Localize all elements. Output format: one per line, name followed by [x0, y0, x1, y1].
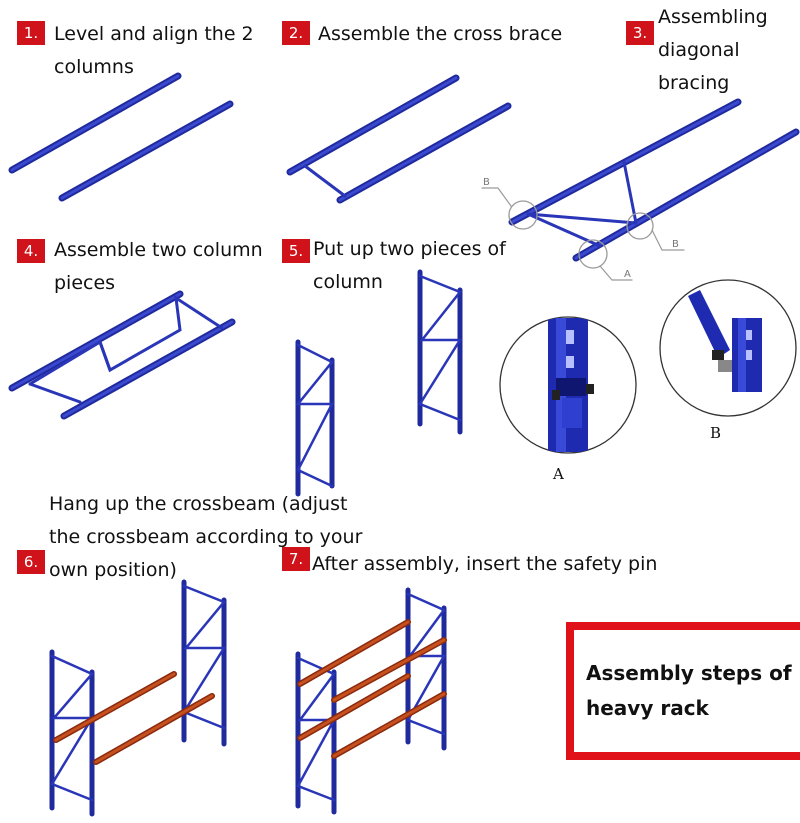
- title-line2: heavy rack: [586, 696, 709, 720]
- step-4-badge: 4.: [17, 239, 45, 263]
- step1-columns: [8, 72, 234, 202]
- step4-column-piece: [8, 290, 236, 420]
- step-2-text-line1: Assemble the cross brace: [318, 23, 563, 45]
- callout-a: A: [624, 269, 631, 280]
- step-3-badge: 3.: [626, 21, 654, 45]
- title-box: Assembly steps of heavy rack: [566, 622, 800, 760]
- callout-b-upper: B: [483, 177, 490, 188]
- step-6-text-line1: Hang up the crossbeam (adjust: [49, 493, 348, 515]
- step-5-text-line1: Put up two pieces of: [313, 238, 506, 260]
- detail-circle-a: [499, 316, 637, 454]
- step-4-text-line2: pieces: [54, 272, 116, 294]
- step7-complete-rack: [295, 587, 447, 815]
- step5-upright-frames: [295, 269, 463, 497]
- step-3-text-line2: diagonal: [658, 39, 740, 61]
- detail-circle-b: [659, 279, 797, 417]
- detail-label-a: A: [553, 465, 564, 483]
- step-6-badge: 6.: [17, 550, 45, 574]
- step-1-text-line2: columns: [54, 56, 134, 78]
- step-1-badge: 1.: [17, 21, 45, 45]
- step-5-text-line2: column: [313, 271, 383, 293]
- step-6-text-line3: own position): [49, 559, 177, 581]
- step6-frames-with-beams: [49, 579, 227, 817]
- step-4-text-line1: Assemble two column: [54, 239, 263, 261]
- detail-label-b: B: [710, 424, 722, 442]
- step2-cross-brace: [286, 74, 512, 204]
- step-3-text-line3: bracing: [658, 72, 730, 94]
- step-7-text-line1: After assembly, insert the safety pin: [312, 553, 658, 575]
- step-7-badge: 7.: [282, 547, 310, 571]
- callout-b-lower: B: [672, 239, 679, 250]
- step-6-text-line2: the crossbeam according to your: [49, 526, 363, 548]
- step-5-badge: 5.: [282, 239, 310, 263]
- step-1-text-line1: Level and align the 2: [54, 23, 254, 45]
- step-2-badge: 2.: [282, 21, 310, 45]
- step-3-text-line1: Assembling: [658, 6, 768, 28]
- step3-diagonal-bracing: [481, 98, 800, 281]
- title-text: Assembly steps of heavy rack: [586, 656, 792, 726]
- title-line1: Assembly steps of: [586, 661, 792, 685]
